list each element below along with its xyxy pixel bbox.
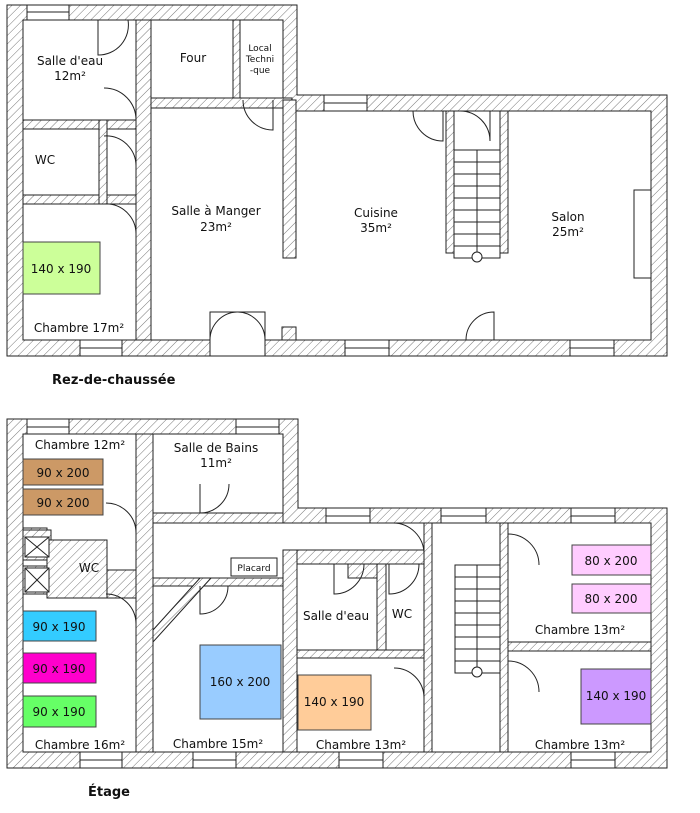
- room-salle-manger-area: 23m²: [200, 220, 232, 234]
- room-four: Four: [180, 51, 206, 65]
- room-salle-bains-area: 11m²: [200, 456, 232, 470]
- room-salon-area: 25m²: [552, 225, 584, 239]
- room-salle-bains: Salle de Bains: [174, 441, 258, 455]
- bed-rect: [22, 458, 104, 486]
- room-cuisine: Cuisine: [354, 206, 398, 220]
- ground-staircase: [453, 149, 501, 263]
- bed-rect: [22, 610, 97, 642]
- upper-floor-plan: 90 x 200 90 x 200 90 x 190 90 x 190 90 x…: [6, 418, 668, 800]
- bed-label: 140 x 190: [586, 689, 647, 703]
- room-chambre-13-bottom-right: Chambre 13m²: [535, 738, 625, 752]
- ground-beds: 140 x 190: [22, 241, 101, 295]
- room-chambre-15: Chambre 15m²: [173, 737, 263, 751]
- bed: 90 x 190: [22, 652, 97, 684]
- room-cuisine-area: 35m²: [360, 221, 392, 235]
- bed-label: 80 x 200: [585, 592, 638, 606]
- bed: 80 x 200: [571, 583, 652, 614]
- upper-doors: [105, 483, 540, 699]
- bed-rect: [22, 695, 97, 728]
- ground-interior-walls: [22, 19, 509, 341]
- ground-floor-title: Rez-de-chaussée: [52, 373, 176, 388]
- bed-rect: [297, 674, 372, 731]
- bed: 90 x 200: [22, 488, 104, 516]
- room-chambre-13-top-right: Chambre 13m²: [535, 623, 625, 637]
- bed: 90 x 190: [22, 695, 97, 728]
- bed-label: 160 x 200: [210, 675, 271, 689]
- room-salle-manger: Salle à Manger: [171, 204, 260, 218]
- upper-staircase: [454, 564, 501, 678]
- bed-rect: [22, 241, 101, 295]
- bed-label: 90 x 200: [37, 496, 90, 510]
- upper-floor-title: Étage: [88, 784, 130, 800]
- ground-room-labels: Salle d'eau 12m² Four Local Techni -que …: [34, 44, 585, 335]
- room-local-technique-1: Local: [248, 44, 271, 54]
- bed: 90 x 200: [22, 458, 104, 486]
- upper-beds: 90 x 200 90 x 200 90 x 190 90 x 190 90 x…: [22, 458, 652, 731]
- bed-rect: [580, 668, 652, 725]
- upper-room-labels: Chambre 12m² Salle de Bains 11m² WC Plac…: [35, 438, 625, 752]
- room-salle-eau: Salle d'eau: [37, 54, 103, 68]
- bed-label: 80 x 200: [585, 554, 638, 568]
- bed-label: 90 x 200: [37, 466, 90, 480]
- bed-rect: [571, 583, 652, 614]
- bed-label: 140 x 190: [304, 695, 365, 709]
- bed-label: 140 x 190: [31, 262, 92, 276]
- bed: 140 x 190: [22, 241, 101, 295]
- bed-label: 90 x 190: [33, 620, 86, 634]
- bed: 160 x 200: [199, 644, 282, 720]
- room-local-technique-2: Techni: [245, 55, 274, 65]
- bed: 140 x 190: [297, 674, 372, 731]
- room-chambre-12: Chambre 12m²: [35, 438, 125, 452]
- room-chambre-13-mid: Chambre 13m²: [316, 738, 406, 752]
- room-chambre-17: Chambre 17m²: [34, 321, 124, 335]
- bed: 90 x 190: [22, 610, 97, 642]
- upper-exterior-walls: [6, 418, 668, 769]
- bed-rect: [22, 488, 104, 516]
- ground-doors: [97, 19, 495, 341]
- room-wc-left: WC: [79, 561, 99, 575]
- ground-floor-plan: 140 x 190 Salle d'eau 12m² Four Local Te…: [6, 4, 668, 388]
- room-wc-mid: WC: [392, 607, 412, 621]
- room-chambre-16: Chambre 16m²: [35, 738, 125, 752]
- ground-windows: [26, 4, 652, 357]
- upper-windows: [26, 418, 616, 769]
- room-salon: Salon: [551, 210, 584, 224]
- room-wc: WC: [35, 153, 55, 167]
- room-local-technique-3: -que: [250, 66, 271, 76]
- bed: 80 x 200: [571, 544, 652, 576]
- bed-rect: [199, 644, 282, 720]
- bed-rect: [571, 544, 652, 576]
- room-placard: Placard: [237, 564, 270, 574]
- bed: 140 x 190: [580, 668, 652, 725]
- upper-shafts: [24, 536, 50, 593]
- bed-rect: [22, 652, 97, 684]
- bed-label: 90 x 190: [33, 662, 86, 676]
- room-salle-eau-upper: Salle d'eau: [303, 609, 369, 623]
- bed-label: 90 x 190: [33, 705, 86, 719]
- room-salle-eau-area: 12m²: [54, 69, 86, 83]
